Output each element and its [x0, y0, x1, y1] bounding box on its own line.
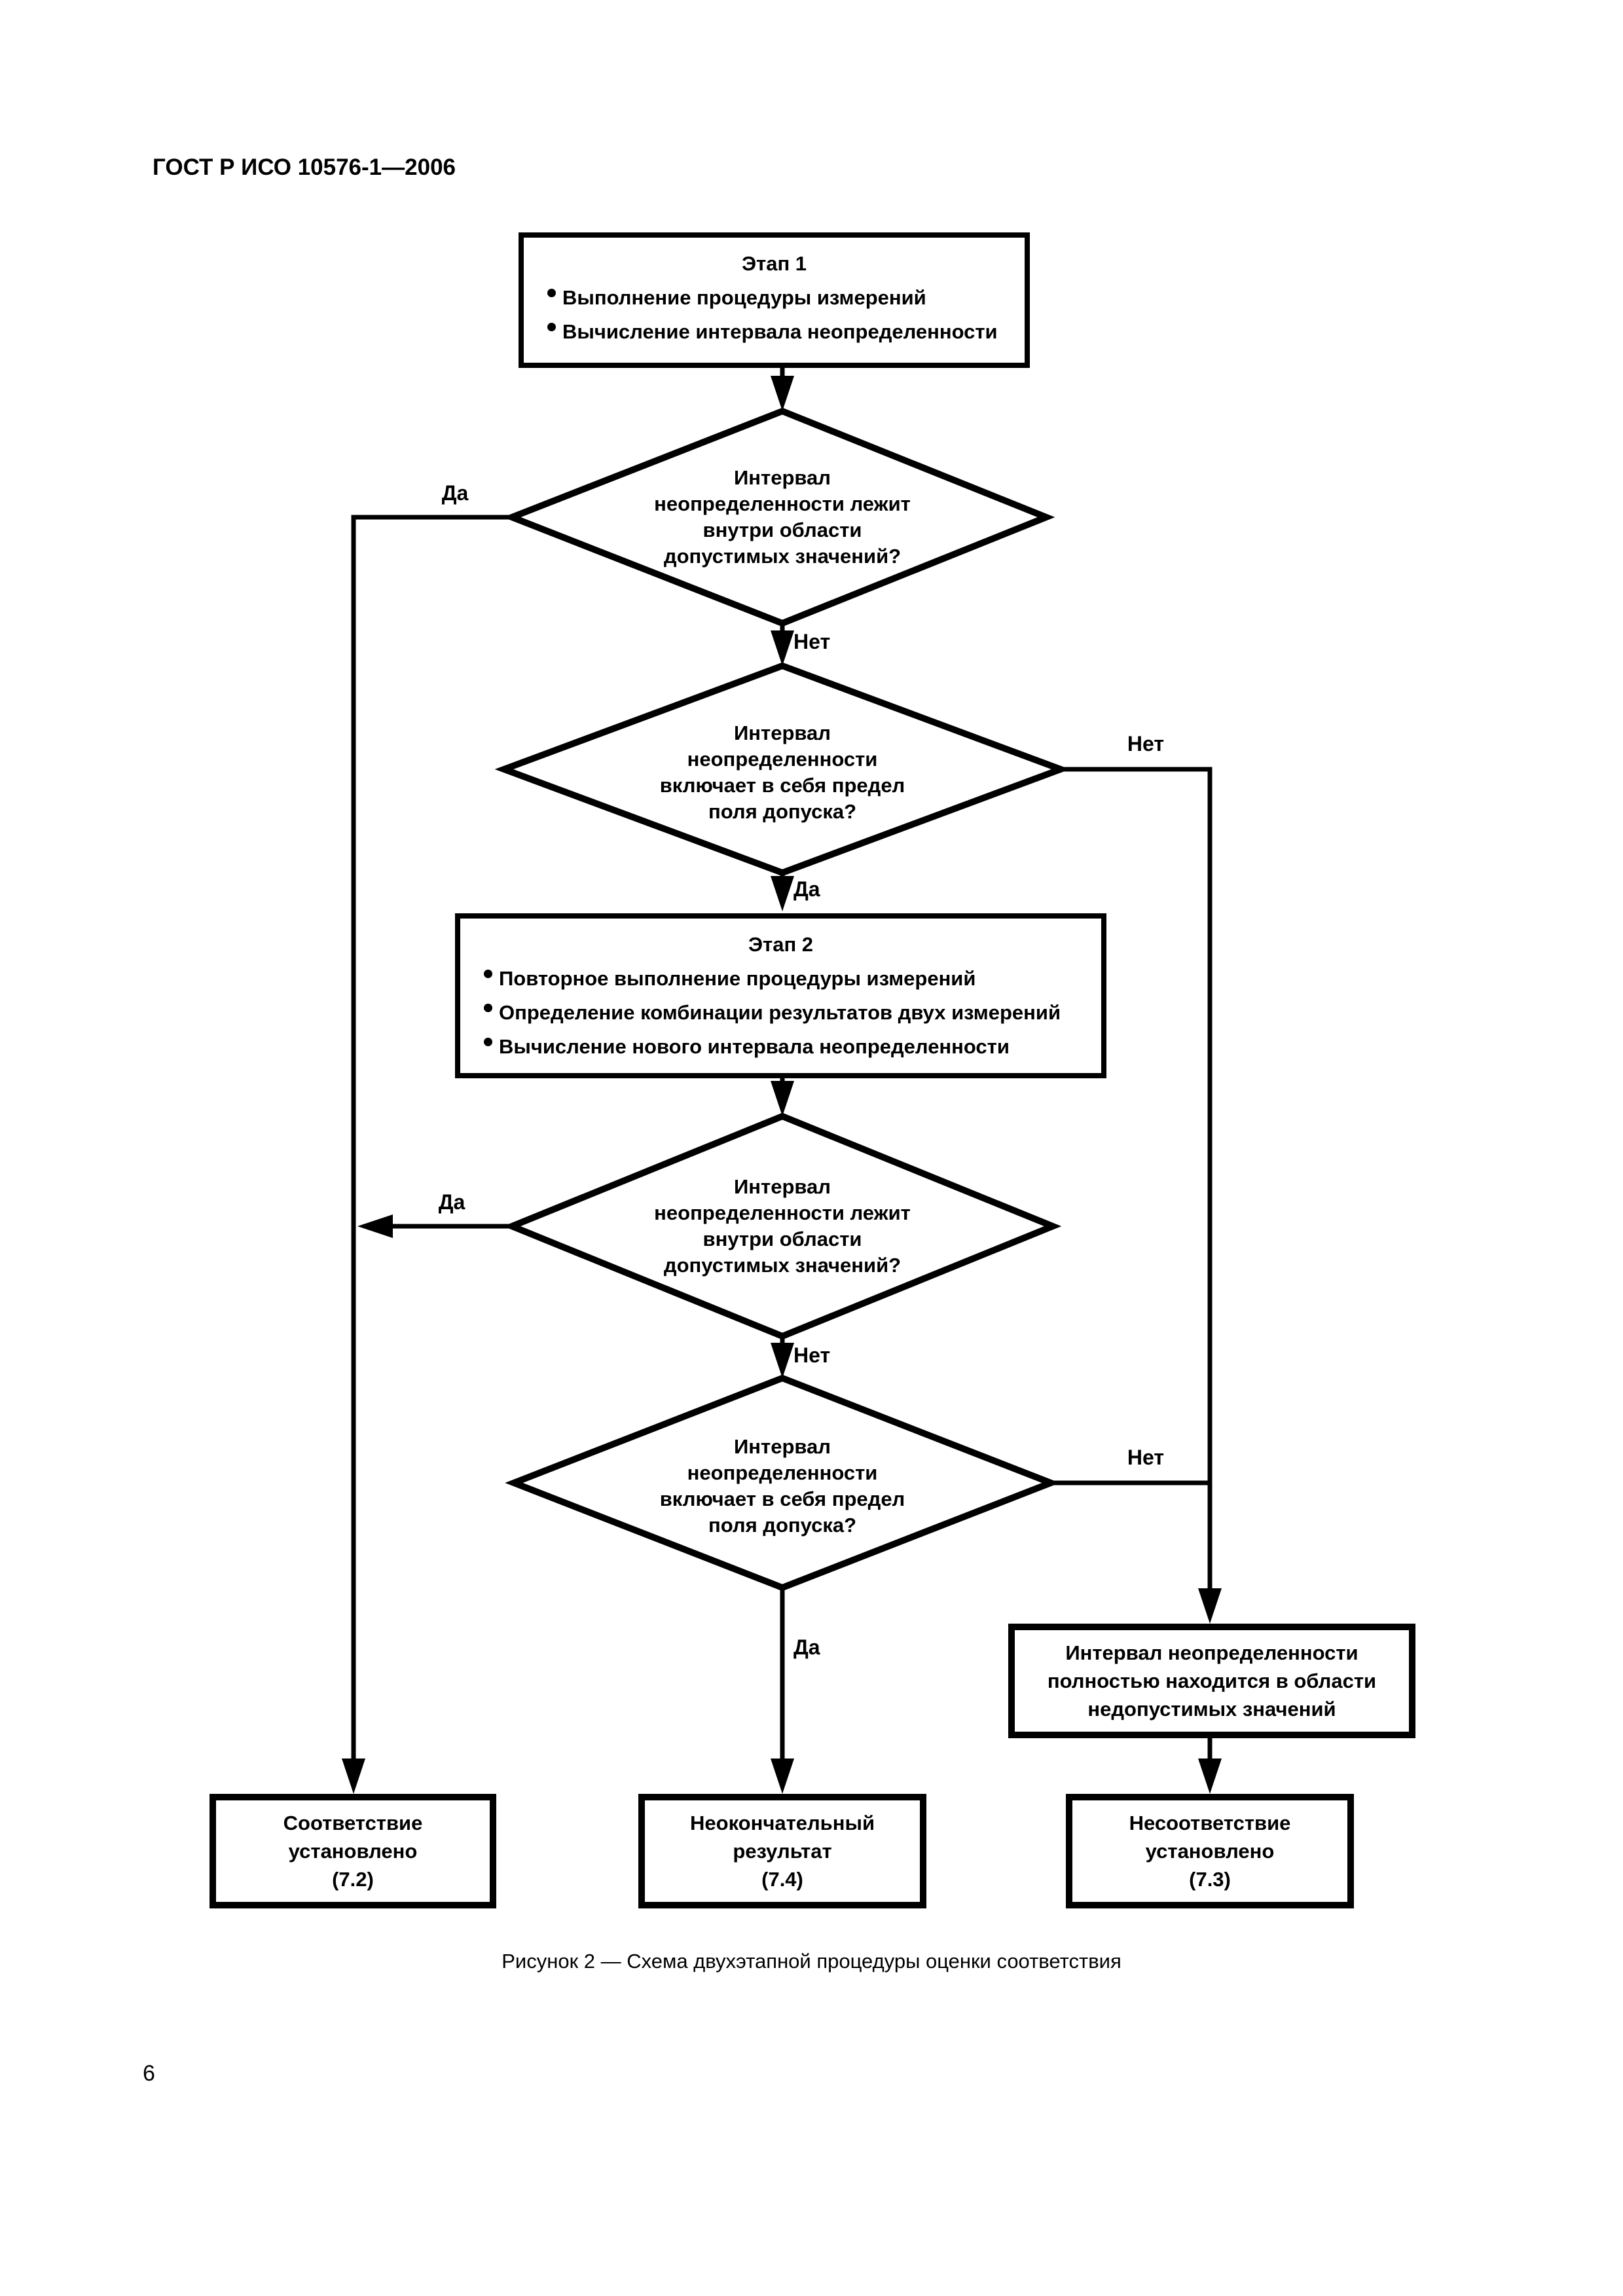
- bullet-icon: [484, 1037, 492, 1046]
- decision3-diamond: [503, 1112, 1062, 1340]
- page-number: 6: [143, 2061, 155, 2086]
- arrowhead-down-icon: [771, 1343, 794, 1378]
- arrowhead-down-icon: [771, 876, 794, 911]
- figure-caption: Рисунок 2 — Схема двухэтапной процедуры …: [501, 1950, 1122, 1973]
- connector-decision1-yes-rail: [351, 515, 512, 1762]
- arrowhead-down-icon: [771, 1758, 794, 1794]
- edge-label-yes: Да: [793, 877, 820, 901]
- step1-title: Этап 1: [741, 252, 807, 275]
- bullet-icon: [484, 969, 492, 978]
- step2-bullet: Повторное выполнение процедуры измерений: [484, 962, 1101, 996]
- decision4-diamond: [505, 1374, 1060, 1592]
- step2-bullet-label: Повторное выполнение процедуры измерений: [499, 967, 976, 990]
- decision3-label: Интервал неопределенности лежит внутри о…: [654, 1175, 911, 1277]
- step1-bullet: Вычисление интервала неопределенности: [547, 315, 1025, 349]
- step2-bullet: Вычисление нового интервала неопределенн…: [484, 1030, 1101, 1064]
- decision2-diamond: [494, 662, 1070, 877]
- decision1-label: Интервал неопределенности лежит внутри о…: [654, 466, 911, 568]
- arrowhead-down-icon: [1198, 1588, 1222, 1624]
- step1-bullet-label: Выполнение процедуры измерений: [562, 286, 926, 309]
- edge-label-yes: Да: [438, 1190, 465, 1214]
- edge-label-no: Нет: [793, 630, 831, 653]
- arrowhead-down-icon: [771, 630, 794, 666]
- step1-bullet: Выполнение процедуры измерений: [547, 281, 1025, 315]
- arrowhead-left-icon: [357, 1214, 393, 1238]
- step2-bullet-label: Определение комбинации результатов двух …: [499, 1001, 1061, 1024]
- step1-bullet-label: Вычисление интервала неопределенности: [562, 320, 998, 343]
- bullet-icon: [484, 1003, 492, 1012]
- arrowhead-down-icon: [342, 1758, 365, 1794]
- edge-label-no: Нет: [1127, 732, 1165, 756]
- step2-bullet-label: Вычисление нового интервала неопределенн…: [499, 1035, 1010, 1058]
- document-title: ГОСТ Р ИСО 10576-1—2006: [153, 155, 456, 180]
- arrowhead-down-icon: [771, 376, 794, 411]
- step2-title: Этап 2: [748, 933, 814, 956]
- arrowhead-down-icon: [1198, 1758, 1222, 1794]
- step1-box: Этап 1 Выполнение процедуры измерений Вы…: [519, 232, 1030, 368]
- edge-label-no: Нет: [1127, 1446, 1165, 1469]
- result-box-conformity: Соответствие установлено (7.2): [210, 1794, 496, 1908]
- decision1-diamond: [503, 407, 1055, 627]
- step2-bullet: Определение комбинации результатов двух …: [484, 996, 1101, 1030]
- result-box-inconclusive: Неокончательный результат (7.4): [638, 1794, 926, 1908]
- decision4-label: Интервал неопределенности включает в себ…: [659, 1435, 905, 1537]
- edge-label-yes: Да: [793, 1635, 820, 1659]
- bullet-icon: [547, 322, 556, 331]
- arrowhead-down-icon: [771, 1081, 794, 1116]
- edge-label-no: Нет: [793, 1343, 831, 1367]
- step2-box: Этап 2 Повторное выполнение процедуры из…: [455, 913, 1106, 1078]
- result-box-nonconformity: Несоответствие установлено (7.3): [1066, 1794, 1354, 1908]
- connector-decision2-no-rail: [1061, 767, 1213, 1592]
- decision2-label: Интервал неопределенности включает в себ…: [659, 721, 905, 823]
- info-box-inadmissible-region: Интервал неопределенности полностью нахо…: [1008, 1624, 1415, 1738]
- edge-label-yes: Да: [441, 481, 469, 505]
- bullet-icon: [547, 288, 556, 297]
